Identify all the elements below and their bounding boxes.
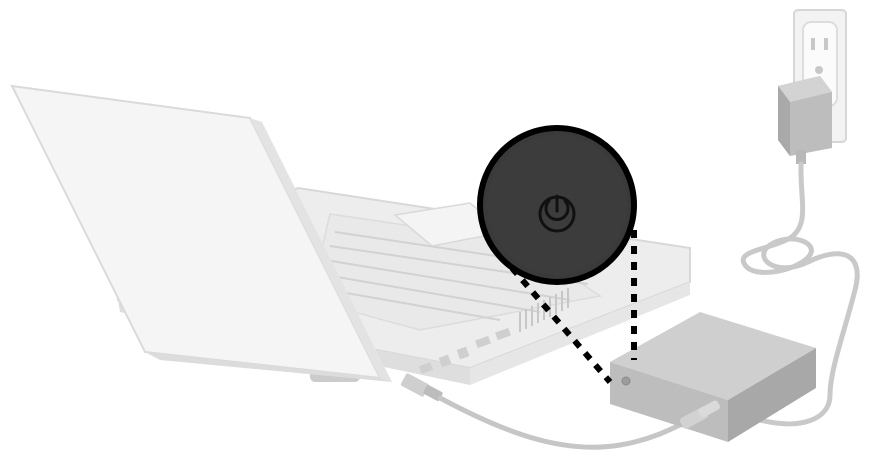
zoom-callout: [480, 128, 634, 282]
power-adapter: [778, 76, 832, 164]
drive-power-button[interactable]: [622, 377, 630, 385]
